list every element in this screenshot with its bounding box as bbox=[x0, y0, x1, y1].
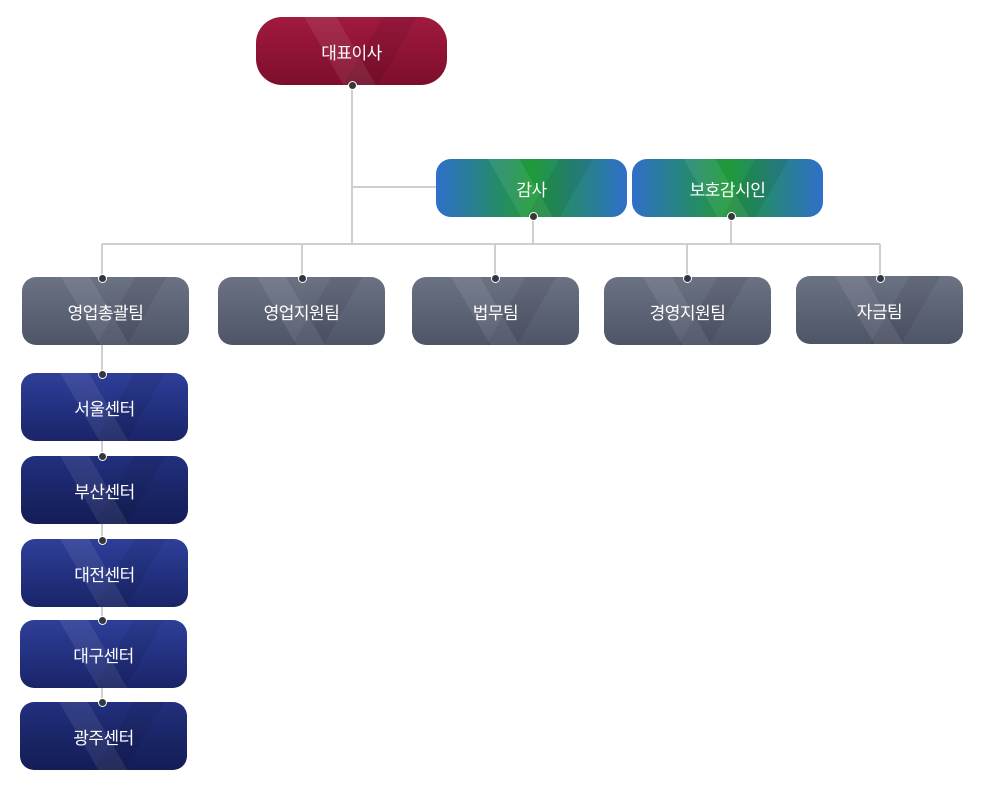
node-team-sales-support: 영업지원팀 bbox=[218, 277, 385, 345]
node-label: 서울센터 bbox=[74, 399, 135, 420]
node-compliance-officer: 보호감시인 bbox=[632, 159, 823, 217]
node-label: 경영지원팀 bbox=[649, 303, 726, 324]
node-center-busan: 부산센터 bbox=[21, 456, 188, 524]
node-label: 대전센터 bbox=[74, 565, 135, 586]
node-label: 법무팀 bbox=[472, 303, 519, 324]
connector-dot bbox=[491, 274, 500, 283]
connector-dot bbox=[98, 370, 107, 379]
node-label: 영업총괄팀 bbox=[67, 303, 144, 324]
node-label: 자금팀 bbox=[856, 302, 903, 323]
node-label: 부산센터 bbox=[74, 482, 135, 503]
connector-dot bbox=[98, 274, 107, 283]
node-label: 대표이사 bbox=[321, 43, 382, 64]
connector-dot bbox=[298, 274, 307, 283]
connector-dot bbox=[98, 536, 107, 545]
node-ceo: 대표이사 bbox=[256, 17, 447, 85]
node-team-finance: 자금팀 bbox=[796, 276, 963, 344]
connector-dot bbox=[529, 212, 538, 221]
node-team-legal: 법무팀 bbox=[412, 277, 579, 345]
node-center-daegu: 대구센터 bbox=[20, 620, 187, 688]
node-team-sales-general: 영업총괄팀 bbox=[22, 277, 189, 345]
connector-dot bbox=[727, 212, 736, 221]
connector-dot bbox=[98, 452, 107, 461]
node-label: 감사 bbox=[516, 180, 547, 201]
node-team-management-support: 경영지원팀 bbox=[604, 277, 771, 345]
connector-dot bbox=[348, 81, 357, 90]
connector-dot bbox=[98, 616, 107, 625]
node-center-seoul: 서울센터 bbox=[21, 373, 188, 441]
node-label: 대구센터 bbox=[73, 646, 134, 667]
connector-dot bbox=[683, 274, 692, 283]
connector-dot bbox=[876, 274, 885, 283]
node-label: 광주센터 bbox=[73, 728, 134, 749]
node-label: 보호감시인 bbox=[689, 180, 766, 201]
node-label: 영업지원팀 bbox=[263, 303, 340, 324]
connector-dot bbox=[98, 698, 107, 707]
node-center-gwangju: 광주센터 bbox=[20, 702, 187, 770]
node-audit: 감사 bbox=[436, 159, 627, 217]
node-center-daejeon: 대전센터 bbox=[21, 539, 188, 607]
